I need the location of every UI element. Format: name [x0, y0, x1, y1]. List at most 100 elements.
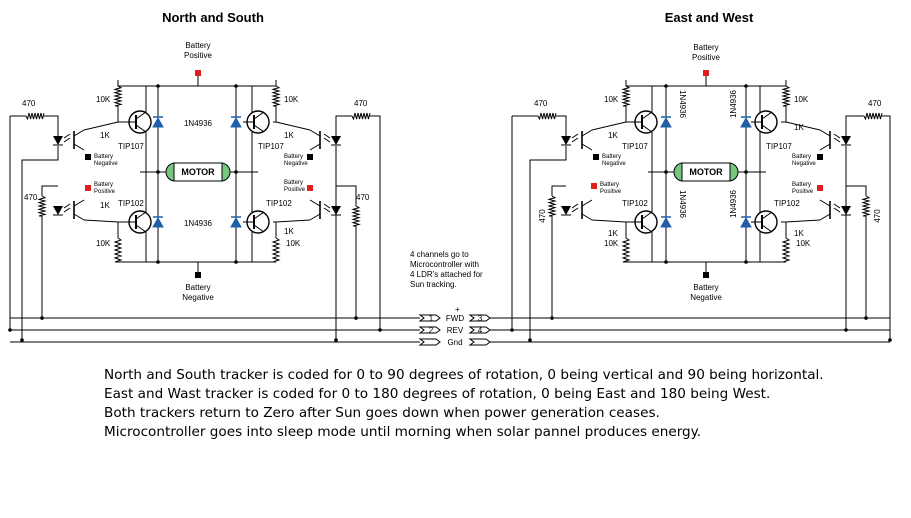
- motor-label: MOTOR: [689, 167, 723, 177]
- tip102-right-label: TIP102: [266, 199, 292, 208]
- r470-label: 470: [534, 99, 548, 108]
- wire: [83, 219, 119, 223]
- motor-label: MOTOR: [181, 167, 215, 177]
- r10k-label: 10K: [604, 239, 619, 248]
- opto-right-bottom: [309, 199, 341, 221]
- small-battery-polarity-label: Negative: [792, 161, 816, 167]
- small-battery-polarity-label: Positive: [600, 189, 622, 195]
- r470-right-bottom-label: 470: [356, 193, 370, 202]
- battery-negative-label: Negative: [690, 293, 722, 302]
- tip102-right: [751, 210, 778, 234]
- transistor-collector: [135, 211, 147, 220]
- opto-left-bottom: [53, 199, 85, 221]
- small-battery-polarity-label: Positive: [94, 189, 116, 195]
- opto-right-top: [309, 129, 341, 151]
- r470-left-bottom-label: 470: [24, 193, 38, 202]
- connector-arrow-right: [468, 326, 491, 334]
- tip102-left-label: TIP102: [118, 199, 144, 208]
- resistor: [113, 85, 123, 107]
- light-arrow: [571, 203, 579, 209]
- diode-symbol: [152, 116, 164, 128]
- junction-dot: [744, 170, 748, 174]
- wire: [591, 219, 627, 223]
- small-battery-label: Battery: [284, 180, 303, 186]
- tip107-left: [631, 110, 658, 134]
- small-battery-polarity-label: Negative: [284, 161, 308, 167]
- wire: [275, 121, 311, 131]
- r1k-label: 1K: [794, 229, 804, 238]
- small-battery-polarity-label: Positive: [284, 187, 306, 193]
- light-arrow: [571, 207, 579, 213]
- opto-pos-terminal: [817, 185, 823, 191]
- transistor-emitter: [761, 224, 773, 233]
- notes-block: North and South tracker is coded for 0 t…: [104, 366, 824, 442]
- light-arrow: [323, 133, 331, 139]
- opto-neg-terminal: [85, 154, 91, 160]
- r470-label: 470: [873, 209, 882, 223]
- connector-note-line: Sun tracking.: [410, 280, 457, 289]
- diode-label: 1N4936: [729, 89, 738, 118]
- r1k-label: 1K: [794, 123, 804, 132]
- r470-label: 470: [868, 99, 882, 108]
- note-sleep-mode: Microcontroller goes into sleep mode unt…: [104, 424, 702, 440]
- led-triangle: [561, 136, 571, 145]
- opto-left-top: [53, 129, 85, 151]
- phototransistor-emitter: [73, 143, 85, 151]
- r470-left-top-label: 470: [22, 99, 36, 108]
- diode-body: [152, 116, 164, 128]
- connector-pin-number: 2: [429, 326, 434, 335]
- resistor: [621, 85, 631, 107]
- r1k-left-label: 1K: [100, 131, 110, 140]
- led-triangle: [331, 136, 341, 145]
- battery-negative-terminal: [195, 272, 201, 278]
- r1k-right-label: 1K: [284, 131, 294, 140]
- transistor-collector: [135, 111, 147, 120]
- connector-note-line: Microcontroller with: [410, 260, 479, 269]
- connector-note-line: 4 channels go to: [410, 250, 469, 259]
- diode-body: [152, 216, 164, 228]
- light-arrow: [833, 133, 841, 139]
- transistor-emitter: [253, 224, 265, 233]
- light-arrow: [833, 137, 841, 143]
- note-north-south: North and South tracker is coded for 0 t…: [104, 367, 824, 383]
- phototransistor-emitter: [581, 213, 593, 221]
- transistor-emitter: [253, 124, 265, 133]
- transistor-collector: [641, 211, 653, 220]
- connector-pin-label: FWD: [446, 314, 464, 323]
- connector-pin-label: Gnd: [447, 338, 462, 347]
- wire: [846, 185, 867, 196]
- resistor: [537, 112, 557, 121]
- battery-label: Battery: [185, 41, 210, 50]
- wire: [882, 115, 891, 340]
- r10k-label: 10K: [794, 95, 809, 104]
- light-arrow: [323, 207, 331, 213]
- motor-east-west: MOTOR: [673, 162, 739, 182]
- junction-dot: [664, 170, 668, 174]
- phototransistor-emitter: [819, 213, 831, 221]
- tip107-right: [751, 110, 778, 134]
- tip107-right-label: TIP107: [258, 142, 284, 151]
- r10k-left-bottom-label: 10K: [96, 239, 111, 248]
- tip107-left: [125, 110, 152, 134]
- wire: [335, 115, 352, 136]
- diode-symbol: [152, 216, 164, 228]
- connector-arrow-left: [418, 326, 441, 334]
- light-arrow: [63, 203, 71, 209]
- resistor: [781, 237, 791, 263]
- r1k-left-bottom-label: 1K: [100, 201, 110, 210]
- r1k-label: 1K: [608, 131, 618, 140]
- junction-dot: [234, 170, 238, 174]
- resistor: [861, 195, 871, 217]
- tip107-left-label: TIP107: [622, 142, 648, 151]
- small-battery-label: Battery: [600, 182, 619, 188]
- diode-symbol: [660, 116, 672, 128]
- junction-dot: [510, 328, 514, 332]
- opto-pos-terminal: [307, 185, 313, 191]
- transistor-emitter: [135, 224, 147, 233]
- diode-symbol: [230, 216, 242, 228]
- opto-neg-terminal: [817, 154, 823, 160]
- junction-dot: [334, 338, 338, 342]
- wire: [44, 115, 59, 136]
- transistor-collector: [761, 211, 773, 220]
- tip107-right-label: TIP107: [766, 142, 792, 151]
